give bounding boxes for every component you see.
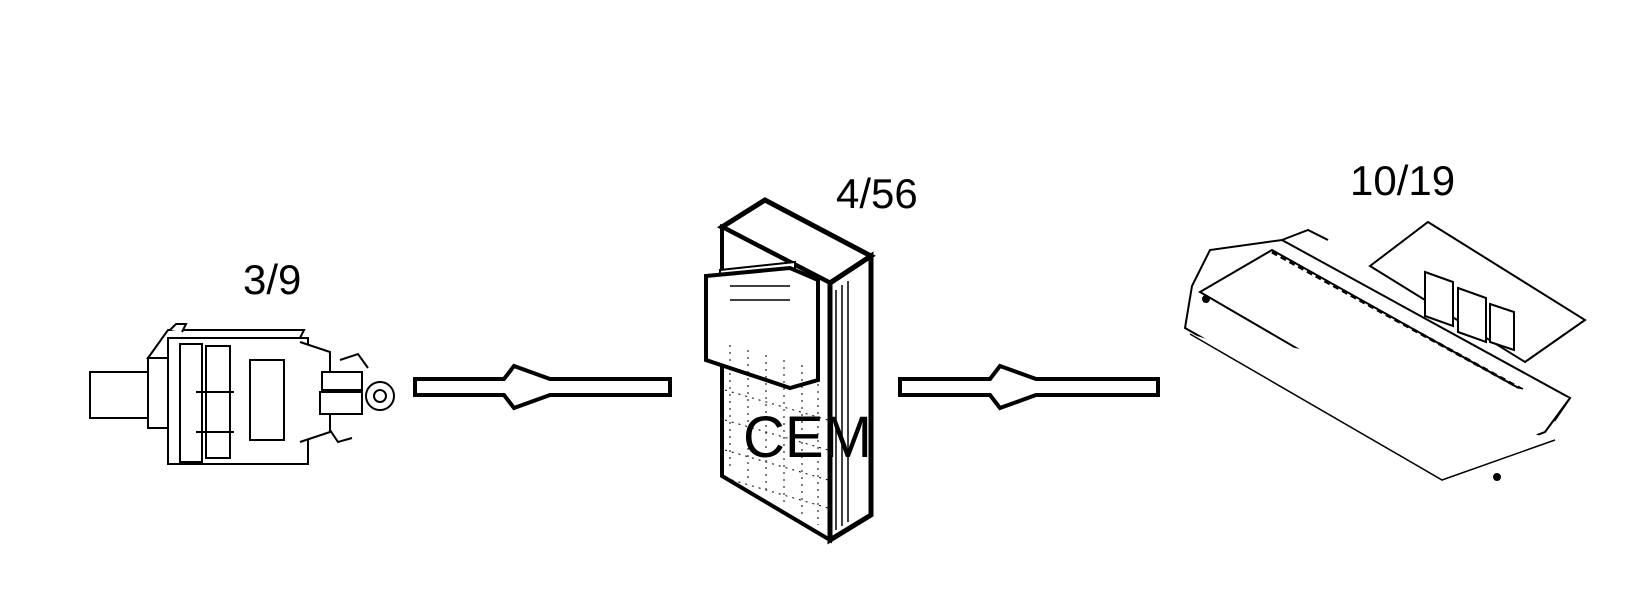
flow-arrow-left — [413, 363, 672, 411]
component-label-left: 3/9 — [243, 256, 302, 303]
flow-arrow-right — [898, 363, 1160, 411]
component-label-right: 10/19 — [1350, 157, 1456, 204]
component-label-center: 4/56 — [836, 170, 918, 217]
control-module-icon — [704, 197, 876, 545]
module-text-cem: CEM — [743, 405, 872, 470]
actuator-unit-icon — [89, 323, 395, 465]
tray-panel-icon — [1183, 220, 1587, 481]
